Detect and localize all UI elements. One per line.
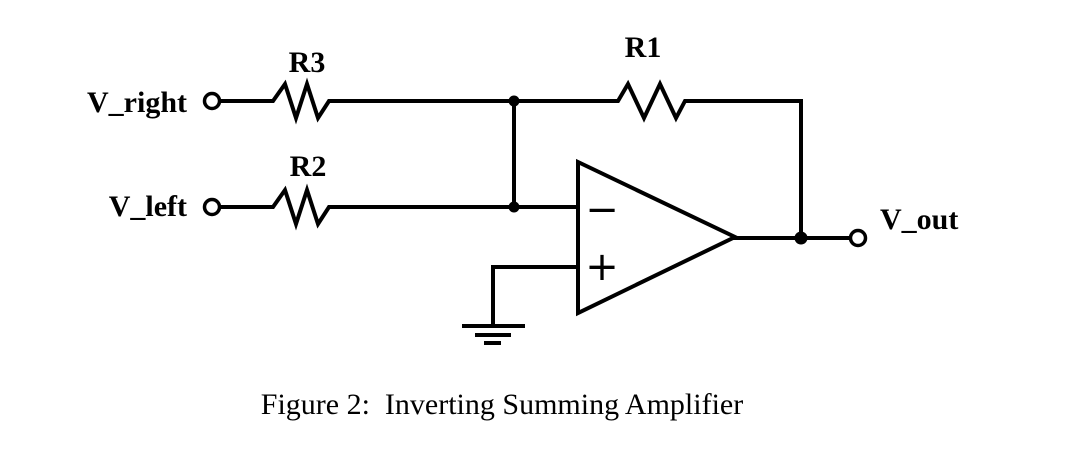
label-r2: R2 [290,150,327,183]
wire-vright-input [218,77,516,125]
label-vout: V_out [880,203,958,236]
terminal-vright [202,91,222,111]
label-r1: R1 [625,31,662,64]
junction-dot-output [794,231,808,245]
wire-noninverting-ground [491,265,580,326]
ground-icon [462,324,525,345]
junction-dot-summing [508,201,520,213]
figure-caption: Figure 2: Inverting Summing Amplifier [261,388,743,421]
terminal-vleft [202,197,222,217]
wire-feedback-r1 [512,79,803,240]
label-vright: V_right [87,86,187,119]
wire-vleft-input [218,183,516,231]
label-vleft: V_left [109,190,187,223]
terminal-vout [848,228,868,248]
opamp-minus-label: − [585,187,619,233]
opamp-plus-label: + [585,244,619,290]
opamp-triangle [576,158,740,317]
label-r3: R3 [289,46,326,79]
junction-dot-feedback [508,95,520,107]
